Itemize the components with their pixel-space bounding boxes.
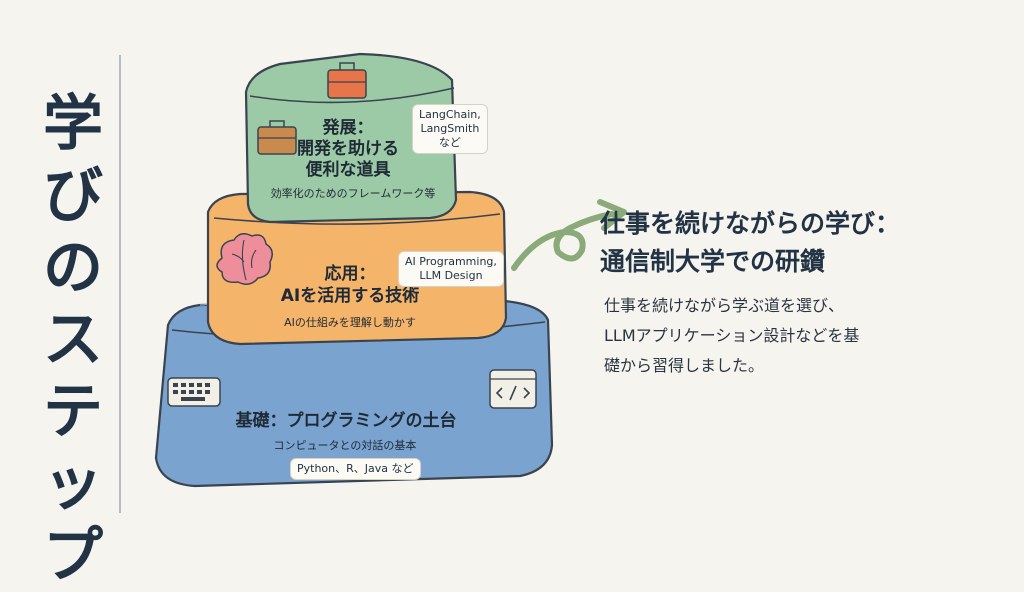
middle-tier-title-line: AIを活用する技術 [280,286,420,306]
code-window-icon [489,369,537,409]
heading-char: テ [43,377,103,447]
learning-steps-diagram [154,52,627,488]
middle-tier-title-line: 応用： [324,264,376,284]
right-body-line: 礎から習得しました。 [604,356,765,375]
top-tier-title: 発展： 開発を助ける 便利な道具 [288,118,408,181]
heading-char: び [43,161,103,231]
right-heading-line: 通信制大学での研鑽 [600,247,826,276]
heading-char: ス [43,305,103,375]
middle-tier-tag-line: AI Programming, [405,255,497,268]
top-tier-title-line: 便利な道具 [305,160,391,180]
toolbox-icon [327,62,367,99]
middle-tier-tag-line: LLM Design [419,269,483,282]
heading-char: ッ [43,449,103,519]
middle-tier-subtitle: AIの仕組みを理解し動かす [284,316,416,329]
bottom-tier-subtitle: コンピュータとの対話の基本 [273,439,417,452]
top-tier-tag-line: など [438,136,461,149]
middle-tier-block [206,190,508,346]
heading-char: 学 [43,89,103,159]
middle-tier-title: 応用： AIを活用する技術 [252,263,448,307]
right-heading-line: 仕事を続けながらの学び： [600,209,901,238]
top-tier-tag-line: LangChain, [419,108,481,121]
vertical-divider [119,55,121,513]
top-tier-tag: LangChain, LangSmith など [412,104,488,154]
right-heading: 仕事を続けながらの学び： 通信制大学での研鑽 [600,205,900,281]
vertical-heading: 学 び の ス テ ッ プ [38,88,108,592]
top-tier-title-line: 開発を助ける [297,139,399,159]
top-tier-title-line: 発展： [322,118,374,138]
top-tier-tag-line: LangSmith [420,122,480,135]
brain-icon [216,233,273,285]
heading-char: の [43,233,103,303]
briefcase-icon [257,120,297,155]
bottom-tier-tag: Python、R、Java など [290,458,421,480]
loop-arrow [511,199,627,271]
right-body-line: LLMアプリケーション設計などを基 [604,326,860,345]
top-tier-block [244,52,458,224]
middle-tier-tag: AI Programming, LLM Design [398,251,504,287]
bottom-tier-title: 基礎：プログラミングの土台 [235,411,457,431]
right-body: 仕事を続けながら学ぶ道を選び、 LLMアプリケーション設計などを基 礎から習得し… [604,291,859,381]
keyboard-icon [167,377,221,407]
right-body-line: 仕事を続けながら学ぶ道を選び、 [604,296,845,315]
top-tier-subtitle: 効率化のためのフレームワーク等 [270,187,436,200]
heading-char: プ [43,521,103,591]
